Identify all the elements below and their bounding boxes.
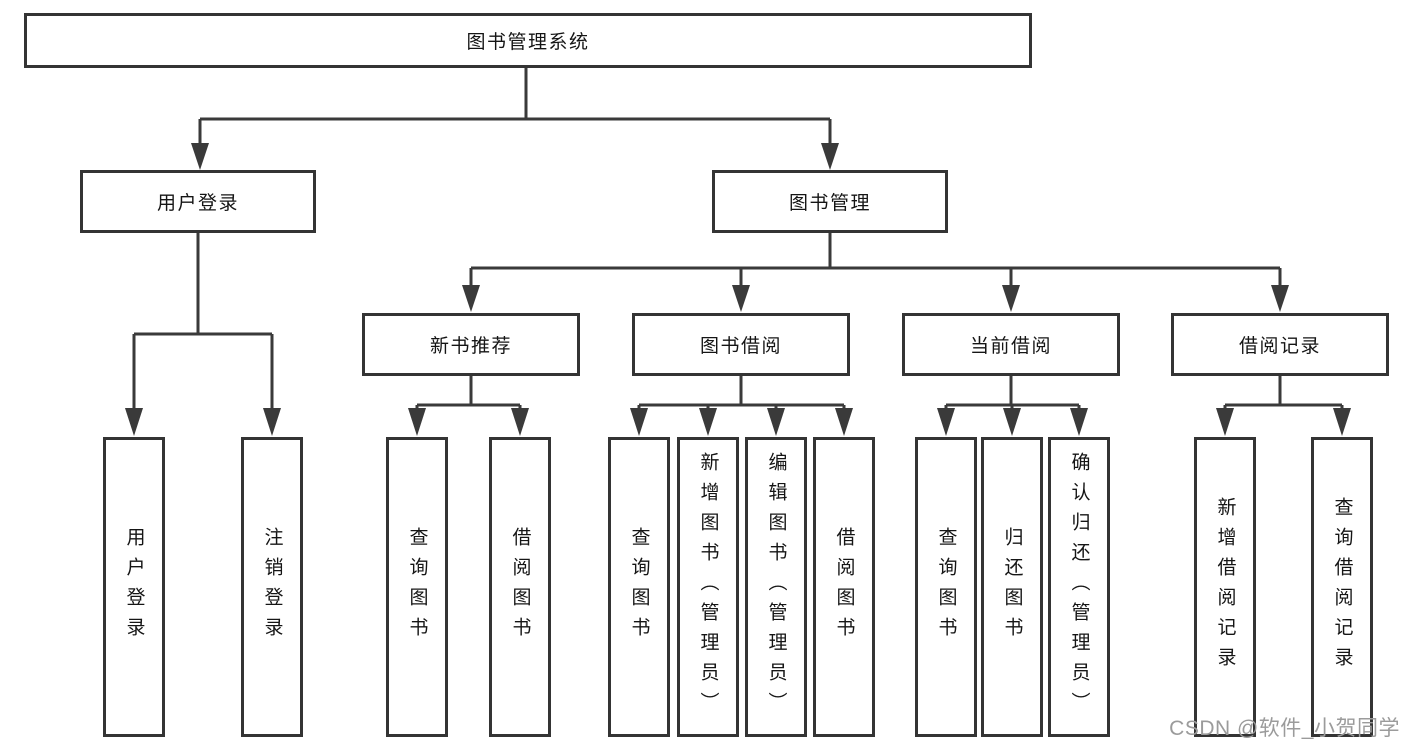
arrowhead-icon (511, 408, 529, 436)
leaf-borrowing-borrow-book: 借阅图书 (813, 437, 875, 737)
leaf-newbook-query-book: 查询图书 (386, 437, 448, 737)
node-label: 用户登录 (123, 527, 145, 647)
arrowhead-icon (821, 143, 839, 170)
arrowhead-icon (1003, 408, 1021, 436)
arrowhead-icon (630, 408, 648, 436)
edge-book-borrowing-fanout (630, 376, 853, 436)
node-label: 新增借阅记录 (1214, 497, 1236, 677)
leaf-borrowing-edit-book-admin: 编辑图书（管理员） (745, 437, 807, 737)
node-label: 查询借阅记录 (1331, 497, 1353, 677)
arrowhead-icon (1002, 285, 1020, 312)
node-label: 确认归还（管理员） (1068, 452, 1090, 722)
arrowhead-icon (732, 285, 750, 312)
node-label: 借阅图书 (509, 527, 531, 647)
arrowhead-icon (263, 408, 281, 436)
csdn-watermark: CSDN @软件_小贺同学 (1169, 717, 1400, 740)
arrowhead-icon (699, 408, 717, 436)
leaf-logout-login: 注销登录 (241, 437, 303, 737)
leaf-records-query-borrow-record: 查询借阅记录 (1311, 437, 1373, 737)
arrowhead-icon (1333, 408, 1351, 436)
arrowhead-icon (191, 143, 209, 170)
edge-borrowing-records-fanout (1216, 376, 1351, 436)
leaf-current-query-book: 查询图书 (915, 437, 977, 737)
node-label: 查询图书 (406, 527, 428, 647)
node-book-management: 图书管理 (712, 170, 948, 233)
arrowhead-icon (767, 408, 785, 436)
node-library-system: 图书管理系统 (24, 13, 1032, 68)
node-label: 图书借阅 (699, 336, 782, 357)
node-book-borrowing: 图书借阅 (632, 313, 850, 376)
arrowhead-icon (835, 408, 853, 436)
node-label: 借阅记录 (1238, 336, 1321, 357)
node-label: 注销登录 (261, 527, 283, 647)
arrowhead-icon (462, 285, 480, 312)
arrowhead-icon (125, 408, 143, 436)
edge-root-fanout (191, 68, 839, 170)
node-label: 查询图书 (935, 527, 957, 647)
node-current-borrowing: 当前借阅 (902, 313, 1120, 376)
leaf-current-return-book: 归还图书 (981, 437, 1043, 737)
node-label: 查询图书 (628, 527, 650, 647)
edge-user-login-fanout (125, 233, 281, 436)
arrowhead-icon (1070, 408, 1088, 436)
edge-current-borrowing-fanout (937, 376, 1088, 436)
arrowhead-icon (937, 408, 955, 436)
node-user-login: 用户登录 (80, 170, 316, 233)
leaf-records-add-borrow-record: 新增借阅记录 (1194, 437, 1256, 737)
arrowhead-icon (1216, 408, 1234, 436)
leaf-borrowing-add-book-admin: 新增图书（管理员） (677, 437, 739, 737)
edge-book-management-fanout (462, 233, 1289, 312)
leaf-newbook-borrow-book: 借阅图书 (489, 437, 551, 737)
node-borrowing-records: 借阅记录 (1171, 313, 1389, 376)
edge-new-book-recommend-fanout (408, 376, 529, 436)
node-label: 当前借阅 (969, 336, 1052, 357)
arrowhead-icon (1271, 285, 1289, 312)
leaf-current-confirm-return-admin: 确认归还（管理员） (1048, 437, 1110, 737)
node-label: 借阅图书 (833, 527, 855, 647)
arrowhead-icon (408, 408, 426, 436)
node-label: 新增图书（管理员） (697, 452, 719, 722)
node-new-book-recommend: 新书推荐 (362, 313, 580, 376)
node-label: 图书管理系统 (466, 32, 590, 53)
leaf-borrowing-query-book: 查询图书 (608, 437, 670, 737)
node-label: 用户登录 (156, 193, 239, 214)
node-label: 新书推荐 (429, 336, 512, 357)
leaf-user-login: 用户登录 (103, 437, 165, 737)
node-label: 图书管理 (788, 193, 871, 214)
node-label: 归还图书 (1001, 527, 1023, 647)
node-label: 编辑图书（管理员） (765, 452, 787, 722)
